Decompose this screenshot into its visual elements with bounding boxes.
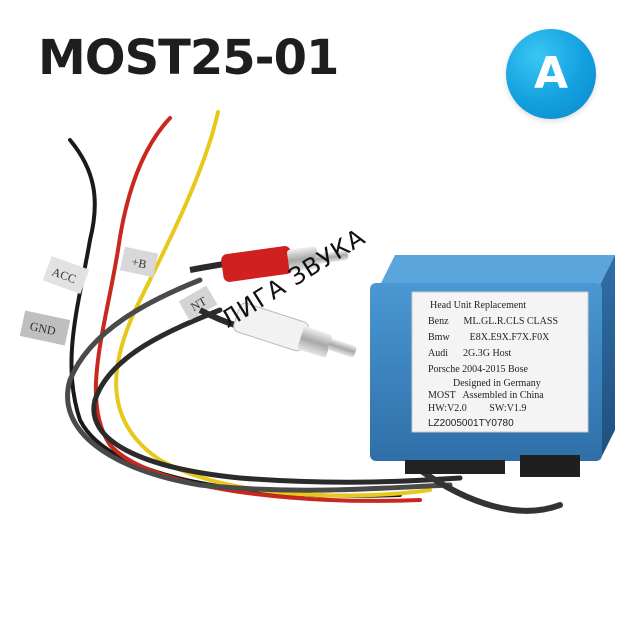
gray-wire (65, 277, 453, 493)
rear-cable (417, 467, 563, 514)
logo-badge: A (506, 29, 596, 119)
product-label: Head Unit Replacement Benz ML.GL.R.CLS C… (411, 291, 589, 433)
logo-letter: A (533, 48, 569, 99)
label-line-3: Audi 2G.3G Host (428, 348, 512, 359)
tag-plus-b-text: +B (130, 255, 147, 272)
serial-number: LZ2005001TY0780 (428, 418, 514, 429)
product-title: MOST25-01 (38, 30, 339, 86)
wire-tag-plus-b: +B (119, 246, 159, 278)
white-rca-connector (198, 302, 357, 358)
tag-gnd-text: GND (29, 319, 58, 338)
yellow-wire (114, 110, 432, 498)
label-line-4: Porsche 2004-2015 Bose (428, 364, 529, 375)
label-line-6: MOST Assembled in China (428, 390, 544, 401)
label-line-7: HW:V2.0 SW:V1.9 (428, 403, 526, 414)
wire-tag-acc: ACC (42, 255, 90, 295)
label-line-5: Designed in Germany (428, 378, 541, 389)
wire-harness (65, 110, 563, 514)
label-line-2: Bmw E8X.E9X.F7X.F0X (428, 332, 550, 343)
red-rca-connector (189, 246, 349, 282)
label-line-0: Head Unit Replacement (430, 300, 526, 311)
wire-tag-gnd: GND (19, 310, 71, 346)
label-line-1: Benz ML.GL.R.CLS CLASS (428, 316, 558, 327)
dark-wire-2 (91, 307, 463, 485)
